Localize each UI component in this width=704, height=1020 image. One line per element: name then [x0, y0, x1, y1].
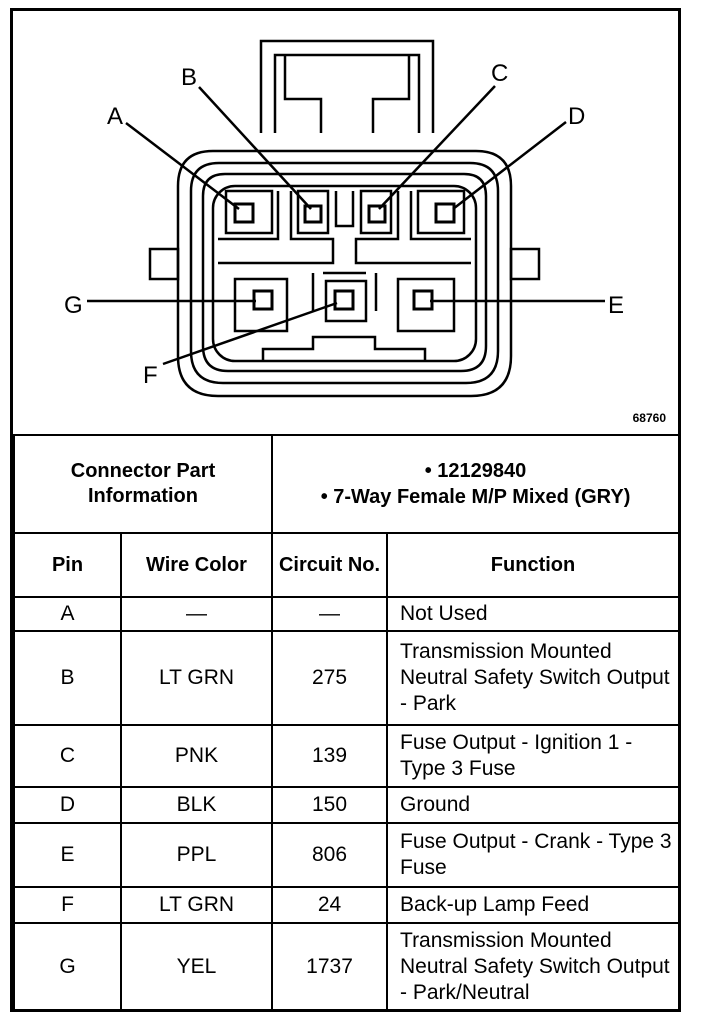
connector-part-list: • 12129840 • 7-Way Female M/P Mixed (GRY…: [271, 434, 681, 534]
circuit-cell: —: [271, 596, 389, 632]
wire-color-cell: BLK: [119, 786, 274, 824]
header-wire-color: Wire Color: [119, 532, 274, 598]
function-cell: Transmission Mounted Neutral Safety Swit…: [386, 630, 681, 726]
connector-outer-shell: [176, 149, 513, 398]
connector-info-label: Connector Part Information: [12, 434, 274, 534]
wire-color-cell: YEL: [119, 922, 274, 1012]
part-number: • 12129840: [424, 460, 527, 482]
circuit-cell: 275: [271, 630, 389, 726]
pin-label-c: C: [491, 60, 508, 87]
pin-cell: B: [13, 630, 122, 726]
pin-b-terminal: [303, 204, 323, 224]
pin-cell: F: [13, 886, 122, 924]
wire-color-cell: PPL: [119, 822, 274, 888]
pin-label-b: B: [181, 64, 197, 91]
table-row: C PNK 139 Fuse Output - Ignition 1 - Typ…: [13, 724, 681, 788]
pin-a-terminal: [233, 202, 255, 224]
side-tab-right: [509, 247, 541, 281]
bottom-key: [261, 335, 427, 361]
pin-d-terminal: [434, 202, 456, 224]
table-row: G YEL 1737 Transmission Mounted Neutral …: [13, 922, 681, 1012]
side-tab-left: [148, 247, 180, 281]
leader-line-f: [162, 301, 338, 366]
connector-latch: [259, 39, 435, 133]
header-pin: Pin: [13, 532, 122, 598]
leader-line-d: [452, 121, 567, 210]
pin-cell: C: [13, 724, 122, 788]
leader-line-a: [125, 122, 240, 210]
pin-label-d: D: [568, 103, 585, 130]
pin-f-terminal: [333, 289, 355, 311]
connector-face: [211, 184, 478, 363]
pin-label-e: E: [608, 292, 624, 319]
pin-e-terminal: [412, 289, 434, 311]
connector-face-drawing: A B C D E F G: [64, 39, 624, 398]
circuit-cell: 139: [271, 724, 389, 788]
table-row: E PPL 806 Fuse Output - Crank - Type 3 F…: [13, 822, 681, 888]
connector-info-row: Connector Part Information • 12129840 • …: [12, 434, 681, 534]
table-header-row: Pin Wire Color Circuit No. Function: [13, 532, 681, 598]
circuit-cell: 150: [271, 786, 389, 824]
pinout-table: Connector Part Information • 12129840 • …: [12, 434, 681, 1012]
function-cell: Fuse Output - Crank - Type 3 Fuse: [386, 822, 681, 888]
pin-cell: D: [13, 786, 122, 824]
table-row: F LT GRN 24 Back-up Lamp Feed: [13, 886, 681, 924]
table-row: B LT GRN 275 Transmission Mounted Neutra…: [13, 630, 681, 726]
connector-diagram: A B C D E F G 68760: [13, 11, 678, 434]
circuit-cell: 24: [271, 886, 389, 924]
leader-line-c: [378, 85, 496, 210]
pin-label-g: G: [64, 292, 83, 319]
wire-color-cell: LT GRN: [119, 886, 274, 924]
table-row: A — — Not Used: [13, 596, 681, 632]
leader-line-b: [198, 86, 312, 210]
circuit-cell: 1737: [271, 922, 389, 1012]
pin-label-a: A: [107, 103, 123, 130]
function-cell: Back-up Lamp Feed: [386, 886, 681, 924]
figure-number: 68760: [632, 411, 666, 425]
wire-color-cell: LT GRN: [119, 630, 274, 726]
connector-description: • 7-Way Female M/P Mixed (GRY): [320, 486, 631, 508]
pin-cell: A: [13, 596, 122, 632]
pin-label-f: F: [143, 362, 158, 389]
wire-color-cell: —: [119, 596, 274, 632]
function-cell: Not Used: [386, 596, 681, 632]
circuit-cell: 806: [271, 822, 389, 888]
function-cell: Ground: [386, 786, 681, 824]
table-row: D BLK 150 Ground: [13, 786, 681, 824]
header-circuit-no: Circuit No.: [271, 532, 389, 598]
pin-c-terminal: [367, 204, 387, 224]
pin-cell: G: [13, 922, 122, 1012]
pin-cell: E: [13, 822, 122, 888]
pin-g-terminal: [252, 289, 274, 311]
connector-sheet: A B C D E F G 68760 Connector Part Infor…: [10, 8, 681, 1012]
function-cell: Fuse Output - Ignition 1 - Type 3 Fuse: [386, 724, 681, 788]
header-function: Function: [386, 532, 681, 598]
wire-color-cell: PNK: [119, 724, 274, 788]
function-cell: Transmission Mounted Neutral Safety Swit…: [386, 922, 681, 1012]
